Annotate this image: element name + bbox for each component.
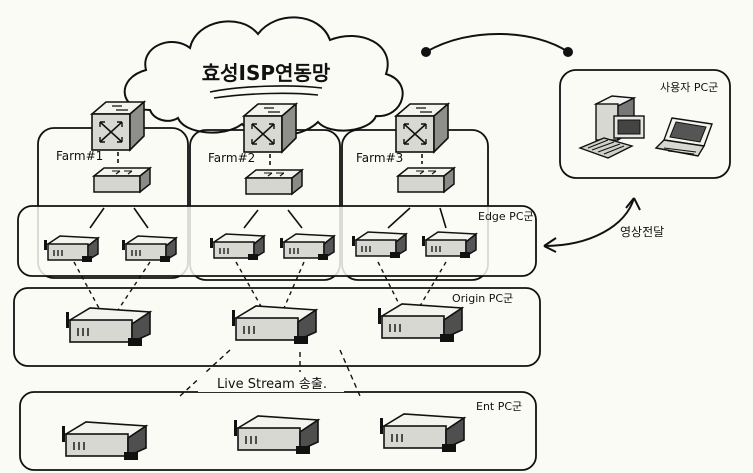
cloud-underline — [209, 85, 323, 99]
network-switch-icon — [91, 101, 145, 151]
farm-label-2: Farm#2 — [208, 151, 255, 165]
user-pc-label: 사용자 PC군 — [660, 81, 718, 94]
network-switch-icon — [243, 103, 297, 153]
user-pc-box — [559, 69, 731, 179]
live-stream-label: Live Stream 송출. — [217, 377, 327, 392]
router-icon — [245, 169, 303, 195]
router-icon — [397, 167, 455, 193]
router-edge-links — [89, 207, 447, 229]
edge-group-label: Edge PC군 — [478, 210, 534, 223]
server-icon — [65, 307, 151, 347]
ent-group-label: Ent PC군 — [476, 400, 522, 413]
server-icon — [61, 421, 147, 461]
video-delivery-arrow — [543, 197, 635, 247]
origin-group-label: Origin PC군 — [452, 292, 513, 305]
cloud-user-link — [425, 32, 569, 53]
edge-origin-links — [73, 261, 447, 311]
farm-label-1: Farm#1 — [56, 149, 103, 163]
server-icon — [231, 305, 317, 345]
laptop-icon — [654, 117, 713, 157]
network-switch-icon — [395, 103, 449, 153]
server-icon — [377, 303, 463, 343]
switch-router-link — [117, 152, 423, 166]
origin-group-box — [13, 287, 541, 367]
farm-label-3: Farm#3 — [356, 151, 403, 165]
cloud-title: 효성ISP연동망 — [202, 61, 331, 85]
video-delivery-label: 영상전달 — [620, 225, 664, 239]
desktop-computer-icon — [578, 95, 645, 159]
server-icon — [379, 413, 465, 453]
router-icon — [93, 167, 151, 193]
server-icon — [233, 415, 319, 455]
isp-cloud — [123, 16, 404, 137]
